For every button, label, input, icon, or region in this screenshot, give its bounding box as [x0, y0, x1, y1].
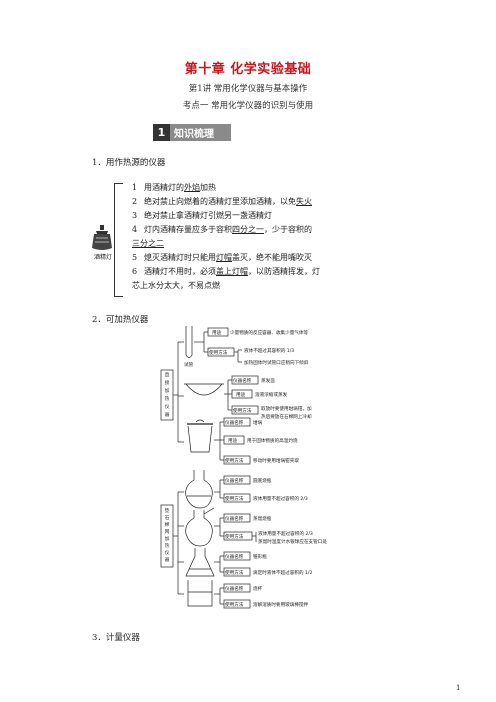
lamp-rule-line: 芯上水分太大，不易点燃	[132, 280, 372, 291]
svg-text:使用方法: 使用方法	[233, 407, 252, 414]
svg-text:仪器名称: 仪器名称	[225, 585, 244, 592]
svg-text:烧杯: 烧杯	[253, 585, 263, 592]
lamp-rule-line: 5 熄灭酒精灯时只能用灯帽盖灭，绝不能用嘴吹灭	[132, 252, 372, 263]
rule-text-after: ，少于容积的	[264, 225, 312, 234]
rule-text: 用酒精灯的	[144, 183, 184, 192]
rule-number: 1	[132, 183, 138, 192]
section1-title: 1．用作热源的仪器	[92, 158, 166, 168]
svg-text:溶解溶质时要用玻璃棒搅拌: 溶解溶质时要用玻璃棒搅拌	[253, 601, 309, 608]
rule-text-after: ，以防酒精挥发，灯	[248, 267, 320, 276]
lamp-rule-line: 三分之二	[132, 238, 372, 249]
svg-text:使用方法: 使用方法	[225, 601, 244, 608]
beaker-icon	[187, 580, 213, 607]
svg-text:移动时要用坩埚钳夹取: 移动时要用坩埚钳夹取	[253, 457, 299, 464]
svg-text:液体不超过其容积的 1/3: 液体不超过其容积的 1/3	[244, 347, 294, 354]
svg-text:溶液浓缩或蒸发: 溶液浓缩或蒸发	[255, 391, 288, 398]
section3-title: 3．计量仪器	[92, 633, 140, 643]
svg-text:使用方法: 使用方法	[209, 349, 228, 356]
svg-text:热后要放在石棉网上冷却: 热后要放在石棉网上冷却	[261, 413, 312, 420]
lamp-rule-line: 1 用酒精灯的外焰加热	[132, 182, 372, 193]
rule-text: 芯上水分太大，不易点燃	[132, 281, 220, 290]
rule-text: 灯内酒精存量应多于容积	[144, 225, 232, 234]
test-tube-icon	[185, 326, 193, 358]
rule-underlined: 三分之二	[132, 239, 164, 248]
svg-text:蒸馏时温度计水银球应在支管口处: 蒸馏时温度计水银球应在支管口处	[258, 538, 327, 545]
page-number: 1	[456, 684, 461, 692]
svg-text:滴定时液体不超过容积的 1/2: 滴定时液体不超过容积的 1/2	[253, 569, 312, 576]
svg-text:仪器名称: 仪器名称	[233, 377, 252, 384]
rule-number: 3	[132, 211, 138, 220]
svg-text:使用方法: 使用方法	[225, 457, 244, 464]
svg-text:加热固体时试管口应稍向下倾斜: 加热固体时试管口应稍向下倾斜	[244, 359, 309, 366]
svg-text:仪器名称: 仪器名称	[225, 477, 244, 484]
svg-text:仪器名称: 仪器名称	[225, 515, 244, 522]
kaodian-title: 考点一 常用化学仪器的识别与使用	[182, 101, 314, 111]
rule-text: 酒精灯不用时，必须	[144, 267, 216, 276]
crucible-icon	[187, 425, 213, 453]
rule-text: 绝对禁止向燃着的酒精灯里添加酒精，以免	[144, 197, 296, 206]
evaporating-dish-icon	[185, 383, 223, 396]
svg-text:使用方法: 使用方法	[225, 569, 244, 576]
lamp-rule-line: 3 绝对禁止拿酒精灯引燃另一盏酒精灯	[132, 210, 372, 221]
section2-title: 2．可加热仪器	[92, 315, 149, 325]
svg-text:圆底烧瓶: 圆底烧瓶	[253, 477, 272, 484]
conical-flask-icon	[185, 548, 215, 577]
svg-text:少量物质的反应容器、收集少量气体等: 少量物质的反应容器、收集少量气体等	[230, 329, 309, 336]
svg-text:使用方法: 使用方法	[225, 495, 244, 502]
svg-text:使用方法: 使用方法	[225, 533, 244, 540]
svg-text:取放时要使用坩埚钳，加: 取放时要使用坩埚钳，加	[261, 405, 312, 412]
group2-label: 垫石棉网加热仪器	[165, 507, 170, 563]
svg-text:液体用量不超过容积的 2/3: 液体用量不超过容积的 2/3	[253, 495, 308, 502]
svg-text:液体用量不超过容积的 2/3: 液体用量不超过容积的 2/3	[258, 530, 313, 537]
badge-number: 1	[153, 124, 170, 141]
svg-text:蒸发皿: 蒸发皿	[261, 377, 275, 384]
svg-text:用途: 用途	[236, 391, 246, 398]
lamp-rule-line: 4 灯内酒精存量应多于容积四分之一，少于容积的	[132, 224, 372, 235]
svg-text:蒸馏烧瓶: 蒸馏烧瓶	[253, 515, 272, 522]
round-flask-icon	[185, 470, 213, 509]
svg-text:仪器名称: 仪器名称	[225, 553, 244, 560]
svg-text:锥形瓶: 锥形瓶	[253, 553, 267, 560]
svg-text:用途: 用途	[212, 329, 222, 336]
lamp-rule-line: 6 酒精灯不用时，必须盖上灯帽，以防酒精挥发，灯	[132, 266, 372, 277]
lamp-rule-line: 2 绝对禁止向燃着的酒精灯里添加酒精，以免失火	[132, 196, 372, 207]
svg-text:坩埚: 坩埚	[253, 419, 263, 426]
rule-underlined: 盖上灯帽	[216, 267, 248, 276]
lamp-label: 酒精灯	[93, 254, 112, 261]
tube-name: 试管	[184, 361, 194, 368]
lecture-title: 第1讲 常用化学仪器与基本操作	[188, 84, 308, 94]
chapter-title: 第十章 化学实验基础	[184, 62, 312, 77]
alcohol-lamp-icon	[92, 225, 112, 250]
rules-brace	[114, 183, 123, 297]
rule-text-after: 加热	[200, 183, 216, 192]
distillation-flask-icon	[185, 510, 213, 547]
rule-underlined: 灯帽	[216, 253, 232, 262]
heating-instruments-diagram: 直接加热仪器 垫石棉网加热仪器 试管 用途 少量物质的反应容器、收集少量气体等 …	[160, 326, 327, 609]
rule-text-after: 盖灭，绝不能用嘴吹灭	[232, 253, 312, 262]
rule-underlined: 四分之一	[232, 225, 264, 234]
rule-text: 熄灭酒精灯时只能用	[144, 253, 216, 262]
rule-number: 6	[132, 267, 138, 276]
rule-underlined: 失火	[296, 197, 312, 206]
rule-underlined: 外焰	[184, 183, 200, 192]
group1-label: 直接加热仪器	[165, 371, 170, 418]
svg-text:仪器名称: 仪器名称	[225, 419, 244, 426]
badge-text: 知识梳理	[170, 124, 231, 141]
rule-number: 4	[132, 225, 138, 234]
rule-number: 5	[132, 253, 138, 262]
knowledge-badge: 1 知识梳理	[153, 124, 231, 141]
rule-number: 2	[132, 197, 138, 206]
svg-text:用途: 用途	[228, 437, 238, 444]
svg-text:用于固体物质的高温灼烧: 用于固体物质的高温灼烧	[247, 437, 298, 444]
rule-text: 绝对禁止拿酒精灯引燃另一盏酒精灯	[144, 211, 272, 220]
